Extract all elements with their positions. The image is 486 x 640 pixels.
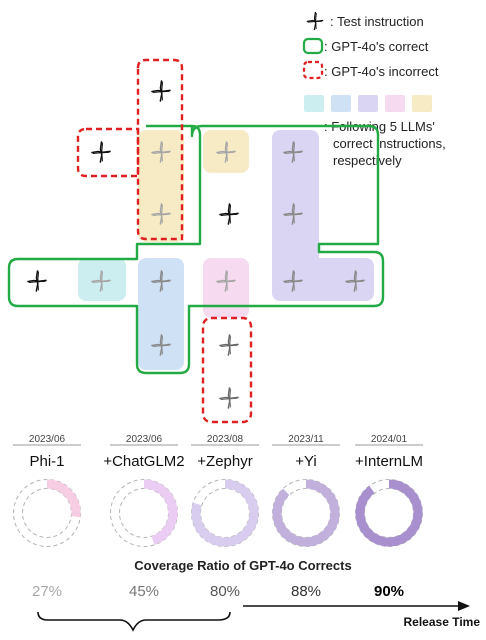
legend-following-line1: : Following 5 LLMs' — [324, 119, 435, 134]
llm-swatch-2 — [331, 95, 351, 112]
donut-outline-inner — [364, 488, 414, 538]
model-name: Phi-1 — [29, 453, 64, 470]
model-name: +Yi — [295, 453, 317, 470]
llm-swatch-3 — [358, 95, 378, 112]
coverage-arc — [355, 479, 423, 547]
model-date: 2024/01 — [371, 434, 408, 445]
test-instruction-icon — [306, 11, 324, 31]
coverage-percentage: 80% — [210, 583, 240, 600]
legend-following-line2: correct instructions, — [333, 136, 446, 151]
gpt-incorrect-box-left — [76, 127, 140, 178]
donut-outline-inner — [281, 488, 331, 538]
coverage-arc — [191, 479, 259, 547]
model-date: 2023/08 — [207, 434, 244, 445]
coverage-percentage: 90% — [374, 583, 404, 600]
model-date: 2023/11 — [288, 434, 324, 445]
group-brace — [37, 611, 231, 632]
yellow-region-left — [138, 130, 184, 242]
coverage-regions — [78, 130, 374, 370]
test-instruction-icon — [91, 141, 111, 163]
legend-test-instruction: : Test instruction — [330, 14, 424, 29]
model-name: +Zephyr — [197, 453, 252, 470]
coverage-caption: Coverage Ratio of GPT-4o Corrects — [134, 558, 351, 573]
coverage-arc — [46, 479, 81, 518]
model-column-2: 2023/06 +ChatGLM2 — [103, 434, 185, 547]
gpt-correct-boundary — [7, 124, 385, 375]
test-instruction-icon — [151, 80, 171, 102]
incorrect-swatch-icon — [302, 60, 324, 80]
model-timeline: 2023/06Phi-12023/06+ChatGLM22023/08+Zeph… — [13, 434, 423, 547]
test-instruction-icon — [219, 334, 239, 356]
arrow-head-icon — [458, 601, 470, 611]
legend: : Test instruction : GPT-4o's correct : … — [302, 11, 446, 168]
test-instruction-icon — [27, 270, 47, 292]
model-column-5: 2024/01 +InternLM — [355, 434, 423, 547]
model-date: 2023/06 — [126, 434, 163, 445]
legend-following-line3: respectively — [333, 153, 402, 168]
coverage-percentage: 27% — [32, 583, 62, 600]
coverage-percentage: 88% — [291, 583, 321, 600]
test-instruction-icon — [219, 387, 239, 409]
donut-outline-inner — [200, 488, 250, 538]
legend-gpt-correct: : GPT-4o's correct — [324, 39, 429, 54]
coverage-arc — [272, 479, 340, 547]
gpt-incorrect-box-bottom — [201, 316, 253, 424]
model-column-4: 2023/11 +Yi — [272, 434, 340, 547]
model-date: 2023/06 — [29, 434, 66, 445]
blue-region — [138, 258, 184, 370]
donut-outline-inner — [22, 488, 72, 538]
model-name: +InternLM — [355, 453, 423, 470]
release-time-label: Release Time — [404, 615, 481, 629]
test-instruction-icon — [219, 203, 239, 225]
llm-swatch-1 — [304, 95, 324, 112]
model-name: +ChatGLM2 — [103, 453, 184, 470]
llm-color-swatches — [304, 95, 432, 112]
coverage-arc — [143, 479, 178, 545]
donut-outline-inner — [119, 488, 169, 538]
coverage-percentage: 45% — [129, 583, 159, 600]
legend-gpt-incorrect: : GPT-4o's incorrect — [324, 64, 439, 79]
coverage-percentages: 27% 45% 80% 88% 90% — [32, 583, 404, 600]
purple-region-horizontal — [272, 258, 374, 301]
llm-swatch-4 — [385, 95, 405, 112]
model-column-3: 2023/08 +Zephyr — [191, 434, 259, 547]
correct-swatch-icon — [302, 37, 324, 55]
llm-swatch-5 — [412, 95, 432, 112]
